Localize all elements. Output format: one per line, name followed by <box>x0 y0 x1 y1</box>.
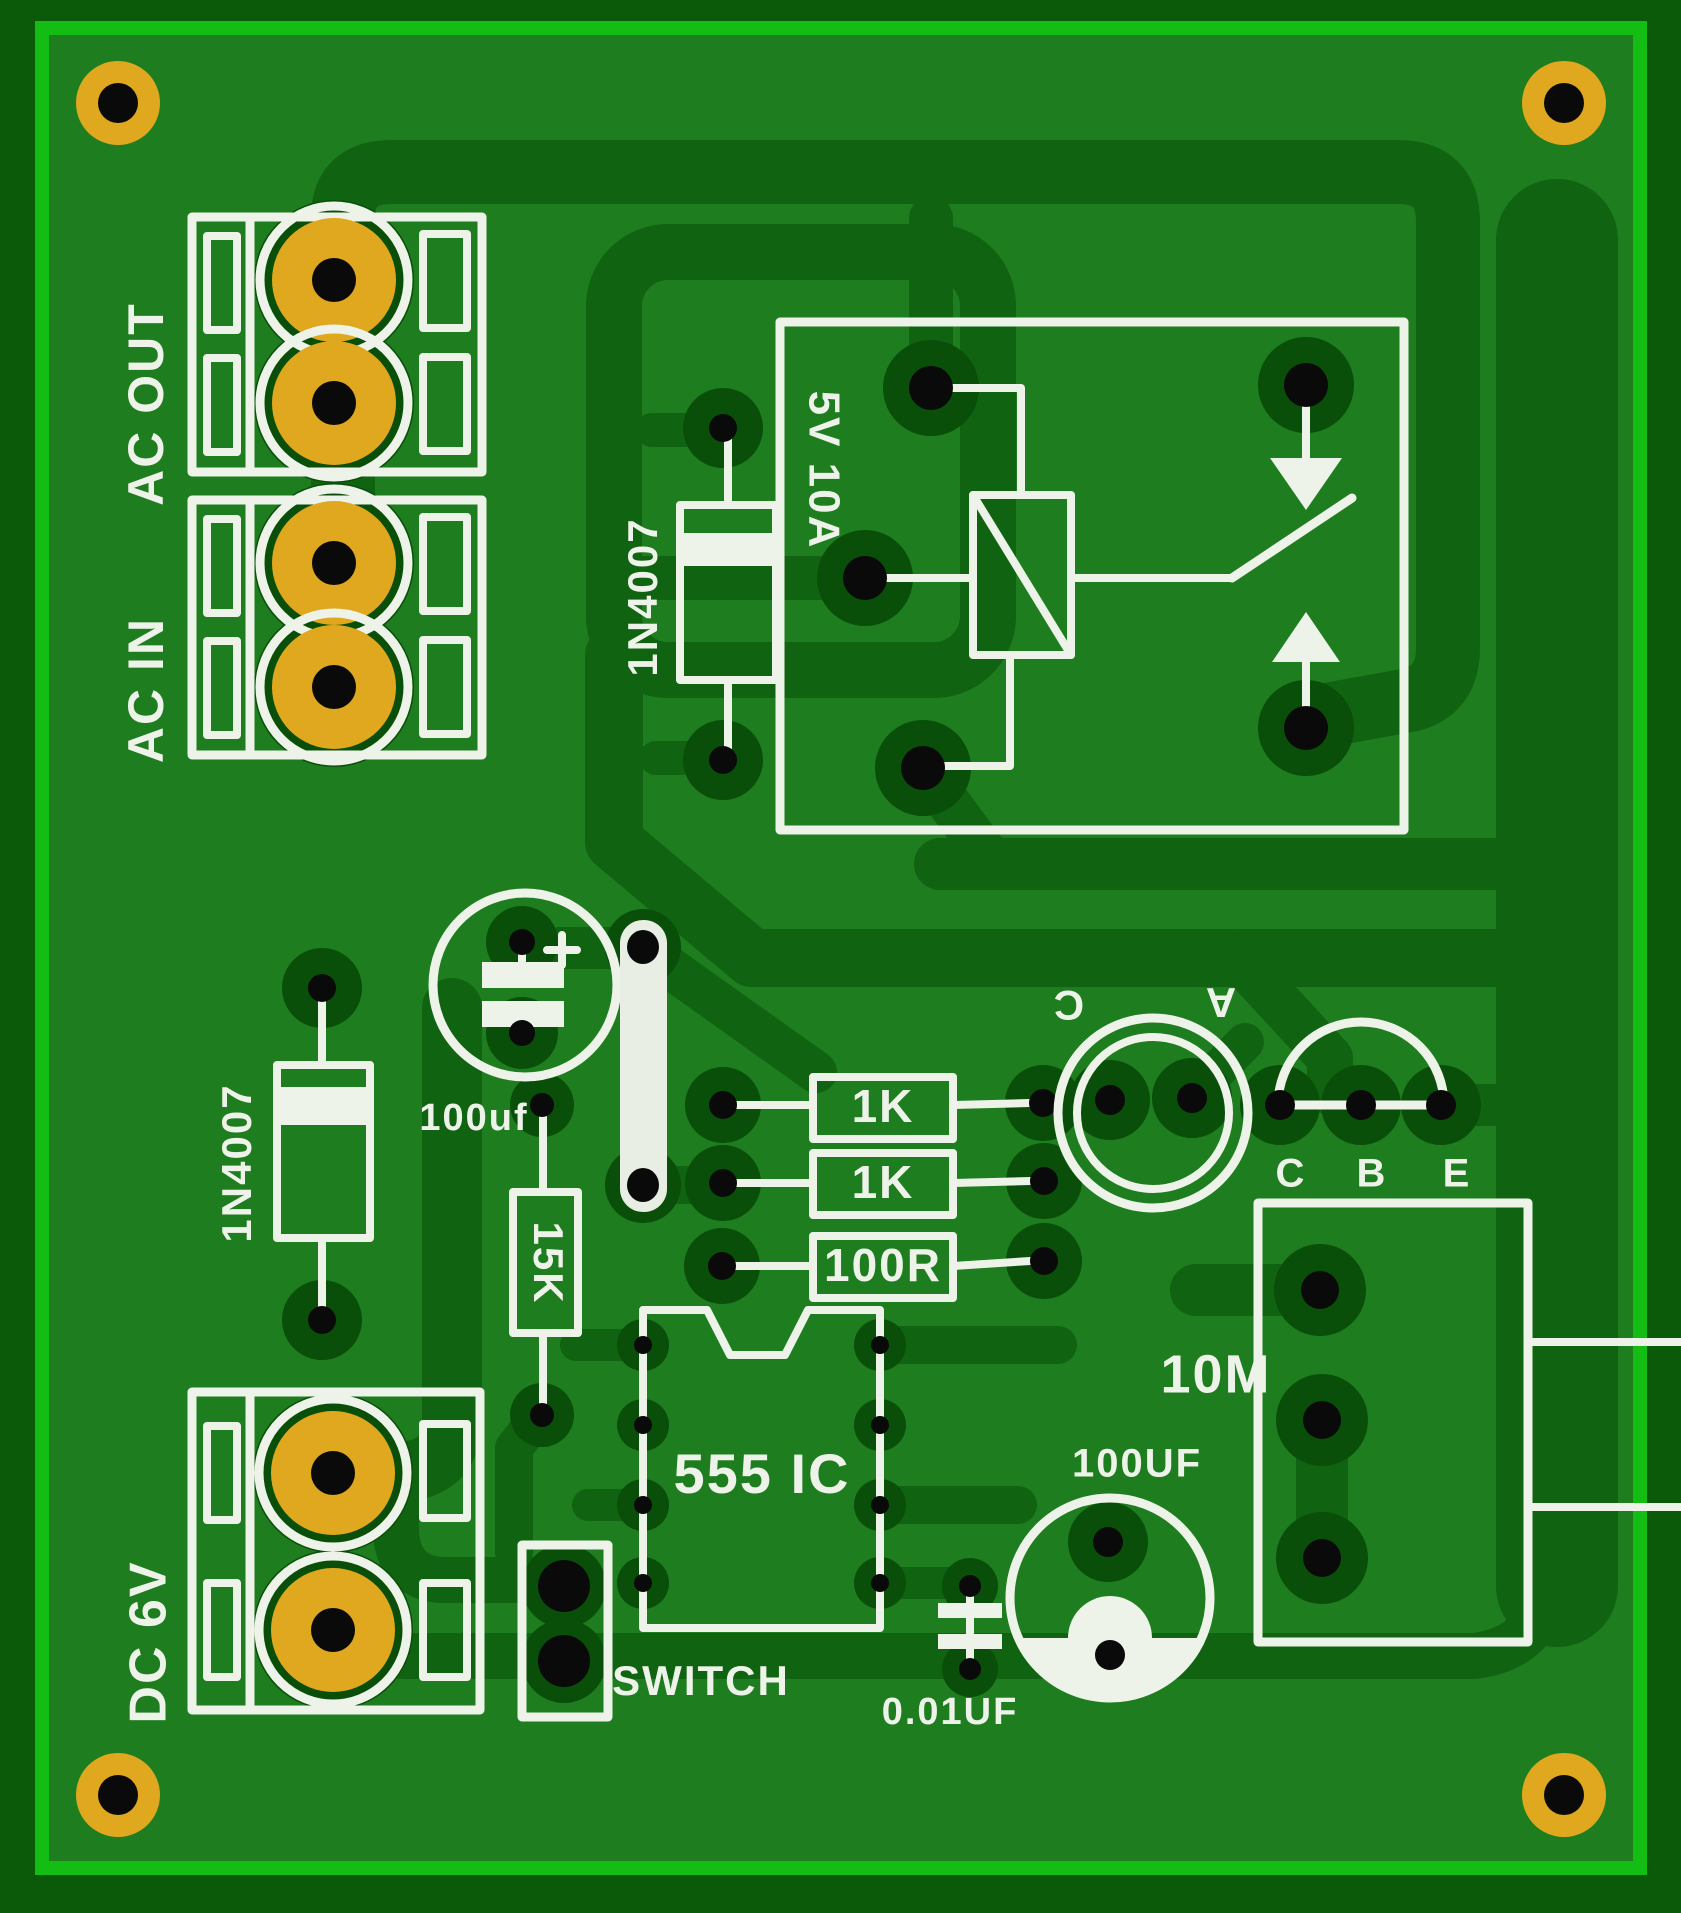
cap-001uf: 0.01UF <box>882 1575 1019 1733</box>
label-relay-diode: 1N4007 <box>619 517 666 676</box>
board-outline <box>35 21 1647 1875</box>
label-ic-555: 555 IC <box>674 1442 851 1505</box>
mounting-holes <box>76 61 1606 1837</box>
label-transistor-e: E <box>1443 1152 1472 1196</box>
terminal-block-ac-in: AC IN <box>118 484 487 766</box>
ic-555-footprint: 555 IC <box>634 1306 889 1632</box>
wire-jumper <box>620 920 667 1212</box>
relay-arrow-up <box>1272 612 1340 662</box>
label-dc-6v: DC 6V <box>120 1560 178 1723</box>
terminal-block-dc-6v: DC 6V <box>120 1387 485 1724</box>
label-10m: 10M <box>1160 1344 1271 1404</box>
relay-switch-blade <box>1227 493 1357 583</box>
label-switch: SWITCH <box>612 1657 790 1704</box>
relay-arrow-down <box>1270 458 1342 510</box>
label-led-cathode: C <box>1052 982 1084 1029</box>
label-relay-rating: 5V 10A <box>799 391 848 550</box>
resistor-1k-top: 1K <box>709 1073 1057 1143</box>
plus-icon <box>543 931 581 969</box>
label-1k-top: 1K <box>852 1080 915 1132</box>
diode-cathode-band <box>680 533 776 566</box>
label-15k: 15K <box>525 1221 572 1304</box>
label-1k-mid: 1K <box>852 1156 915 1208</box>
label-transistor-c: C <box>1276 1152 1307 1196</box>
label-led-anode: A <box>1204 979 1236 1026</box>
label-cap-100uf: 100UF <box>1072 1442 1202 1486</box>
resistor-100r: 100R <box>708 1232 1058 1302</box>
relay-diode-1n4007: 1N4007 <box>619 414 780 774</box>
resistor-1k-mid: 1K <box>709 1149 1058 1219</box>
relay-footprint: 5V 10A <box>775 317 1409 835</box>
label-100r: 100R <box>824 1239 942 1291</box>
input-diode-1n4007: 1N4007 <box>213 974 374 1334</box>
diode-cathode-band <box>277 1087 370 1125</box>
label-ac-in: AC IN <box>118 617 174 763</box>
label-filter-cap: 100uf <box>419 1097 528 1139</box>
filter-cap-100uf: 100uf <box>419 888 622 1139</box>
component-10m: 10M <box>1160 1198 1681 1647</box>
label-ac-out: AC OUT <box>118 302 174 506</box>
switch-footprint: SWITCH <box>517 1540 790 1722</box>
resistor-15k: 15K <box>509 1093 582 1427</box>
label-transistor-b: B <box>1357 1152 1388 1196</box>
transistor-footprint: C B E <box>1265 1017 1472 1196</box>
terminal-block-ac-out: AC OUT <box>118 201 487 506</box>
cap-100uf: 100UF <box>1005 1442 1215 1703</box>
label-input-diode: 1N4007 <box>213 1083 260 1242</box>
label-cap-001uf: 0.01UF <box>882 1691 1019 1733</box>
led-footprint: C A <box>1052 979 1253 1213</box>
